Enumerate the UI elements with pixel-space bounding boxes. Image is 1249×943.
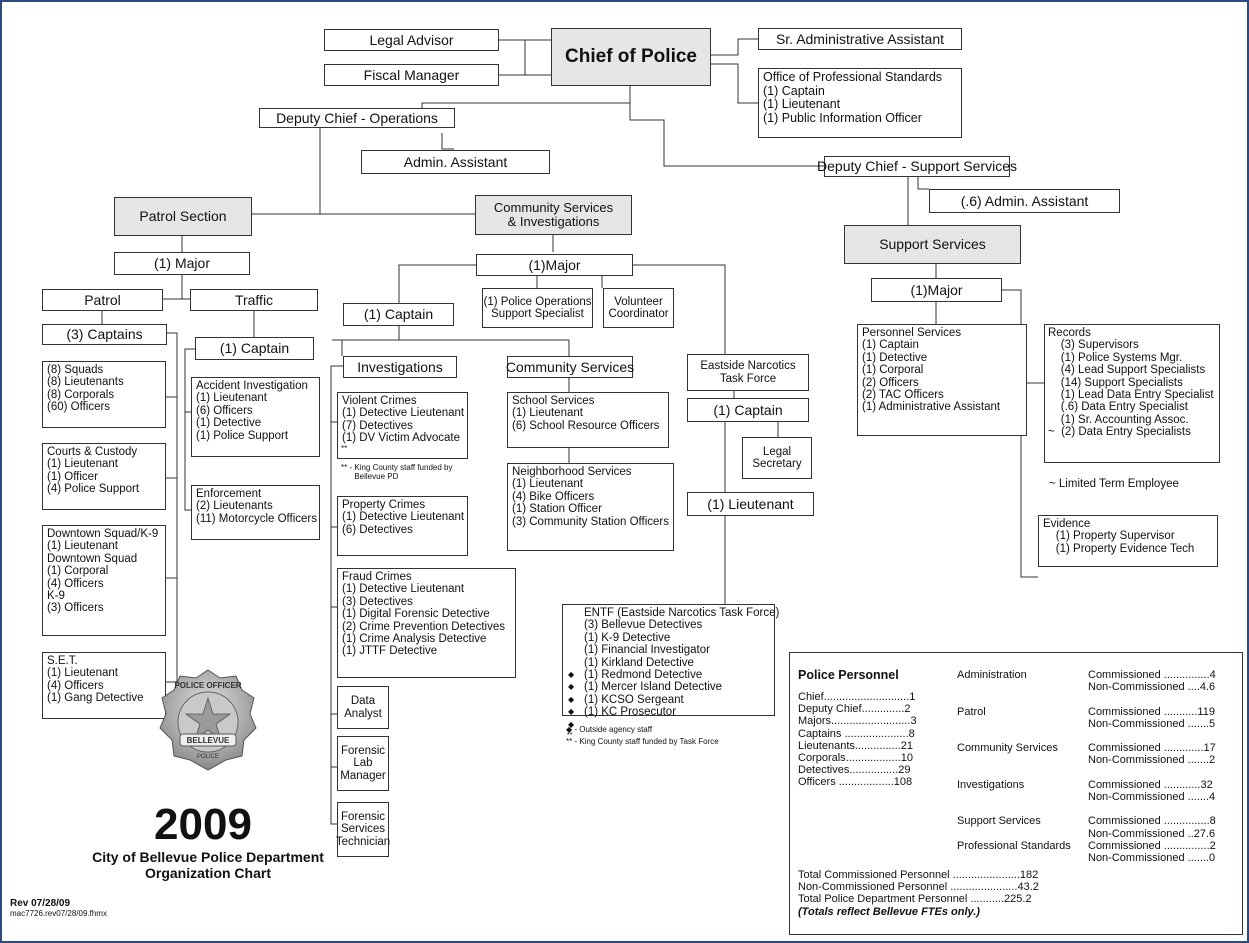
- set-box: S.E.T. (1) Lieutenant (4) Officers (1) G…: [42, 652, 166, 719]
- forensic-lab-manager-box: Forensic Lab Manager: [337, 736, 389, 791]
- downtown-squad-k9-box: Downtown Squad/K-9 (1) Lieutenant Downto…: [42, 525, 166, 636]
- support-services-box: Support Services: [844, 225, 1021, 264]
- chief-of-police-box: Chief of Police: [551, 28, 711, 86]
- csi-major-box: (1)Major: [476, 254, 633, 276]
- outside-agency-markers: ◆ ◆ ◆ ◆ ◆: [568, 670, 575, 729]
- police-personnel-table: Police Personnel Chief..................…: [789, 652, 1243, 935]
- fraud-crimes-box: Fraud Crimes (1) Detective Lieutenant (3…: [337, 568, 516, 678]
- entf-captain-box: (1) Captain: [687, 398, 809, 422]
- patrol-box: Patrol: [42, 289, 163, 311]
- note-outside-agency: ◆ - Outside agency staff: [566, 725, 653, 734]
- support-major-box: (1)Major: [871, 278, 1002, 302]
- data-analyst-box: Data Analyst: [337, 686, 389, 729]
- personnel-totals: Total Commissioned Personnel ...........…: [798, 869, 1039, 906]
- police-badge-icon: POLICE OFFICER BELLEVUE POLICE: [159, 669, 257, 771]
- sr-admin-assistant-box: Sr. Administrative Assistant: [758, 28, 962, 50]
- chart-title: City of Bellevue Police Department Organ…: [92, 849, 324, 881]
- legal-advisor-box: Legal Advisor: [324, 29, 499, 51]
- patrol-major-box: (1) Major: [114, 252, 250, 275]
- accident-investigation-box: Accident Investigation (1) Lieutenant (6…: [191, 377, 320, 457]
- violent-crimes-marker: **: [341, 444, 348, 453]
- patrol-captains-box: (3) Captains: [42, 324, 167, 345]
- entf-kc-marker: **: [567, 732, 573, 739]
- patrol-section-box: Patrol Section: [114, 197, 252, 236]
- chart-year: 2009: [154, 800, 252, 849]
- neighborhood-services-box: Neighborhood Services (1) Lieutenant (4)…: [507, 463, 674, 551]
- deputy-chief-operations-box: Deputy Chief - Operations: [259, 108, 455, 128]
- fiscal-manager-box: Fiscal Manager: [324, 64, 499, 86]
- limited-term-note: ~ Limited Term Employee: [1049, 478, 1179, 490]
- admin-assistant-06-box: (.6) Admin. Assistant: [929, 189, 1120, 213]
- revision-date: Rev 07/28/09: [10, 898, 71, 909]
- admin-assistant-box: Admin. Assistant: [361, 150, 550, 174]
- forensic-services-technician-box: Forensic Services Technician: [336, 802, 390, 857]
- legal-secretary-box: Legal Secretary: [742, 437, 812, 479]
- eastside-narcotics-task-force-box: Eastside Narcotics Task Force: [687, 354, 809, 391]
- entf-lieutenant-box: (1) Lieutenant: [687, 492, 814, 516]
- csi-captain-box: (1) Captain: [343, 303, 454, 326]
- personnel-divisions: Administration Patrol Community Services…: [957, 669, 1071, 852]
- records-box: Records (3) Supervisors (1) Police Syste…: [1044, 324, 1220, 463]
- note-king-county-bellevue-pd: ** - King County staff funded by Bellevu…: [341, 463, 453, 481]
- badge-bottom-text: POLICE: [197, 754, 219, 760]
- badge-city-text: BELLEVUE: [187, 736, 230, 745]
- police-ops-support-specialist-box: (1) Police Operations Support Specialist: [482, 288, 593, 328]
- enforcement-box: Enforcement (2) Lieutenants (11) Motorcy…: [191, 485, 320, 540]
- courts-custody-box: Courts & Custody (1) Lieutenant (1) Offi…: [42, 443, 166, 510]
- office-professional-standards-box: Office of Professional Standards (1) Cap…: [758, 68, 962, 138]
- personnel-ranks: Chief............................1 Deput…: [798, 691, 917, 789]
- evidence-box: Evidence (1) Property Supervisor (1) Pro…: [1038, 515, 1218, 567]
- personnel-footnote: (Totals reflect Bellevue FTEs only.): [798, 906, 980, 918]
- personnel-services-box: Personnel Services (1) Captain (1) Detec…: [857, 324, 1027, 436]
- traffic-box: Traffic: [190, 289, 318, 311]
- traffic-captain-box: (1) Captain: [195, 337, 314, 360]
- badge-top-text: POLICE OFFICER: [174, 681, 241, 690]
- deputy-chief-support-box: Deputy Chief - Support Services: [817, 156, 1017, 177]
- volunteer-coordinator-box: Volunteer Coordinator: [603, 288, 674, 328]
- property-crimes-box: Property Crimes (1) Detective Lieutenant…: [337, 496, 468, 556]
- community-services-box: Community Services: [506, 356, 634, 378]
- squads-box: (8) Squads (8) Lieutenants (8) Corporals…: [42, 361, 166, 428]
- violent-crimes-box: Violent Crimes (1) Detective Lieutenant …: [337, 392, 468, 459]
- community-services-investigations-box: Community Services & Investigations: [475, 195, 632, 235]
- entf-box: ENTF (Eastside Narcotics Task Force) (3)…: [562, 604, 779, 718]
- investigations-box: Investigations: [343, 356, 457, 378]
- personnel-counts: Commissioned ...............4 Non-Commis…: [1088, 669, 1216, 865]
- school-services-box: School Services (1) Lieutenant (6) Schoo…: [507, 392, 669, 448]
- personnel-heading: Police Personnel: [798, 668, 899, 682]
- file-name: mac7726.rev07/28/09.fhmx: [10, 909, 107, 918]
- note-king-county-task-force: ** - King County staff funded by Task Fo…: [566, 737, 719, 746]
